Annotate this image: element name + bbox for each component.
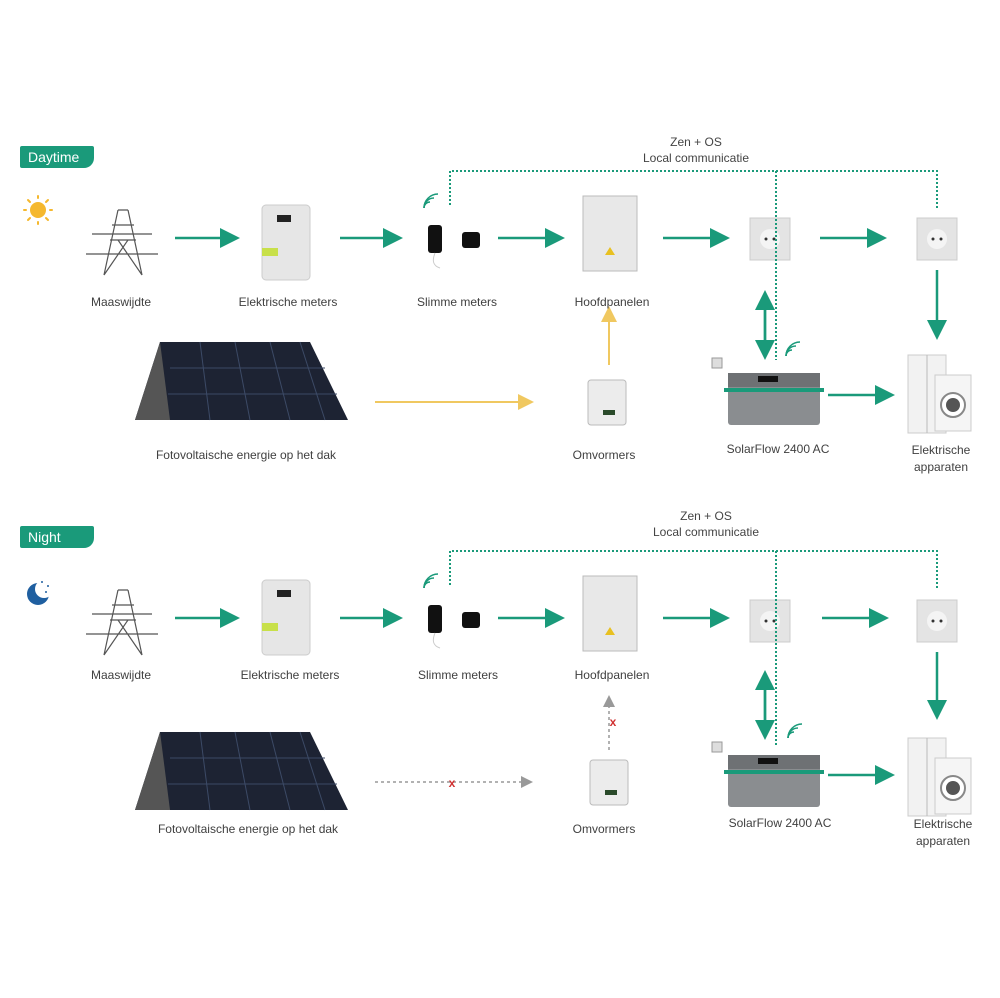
- electric-meter-icon: [261, 204, 311, 281]
- socket-icon-2: [916, 217, 958, 261]
- comm-line1: Zen + OS: [670, 135, 722, 149]
- solarflow-battery-icon: [711, 741, 824, 807]
- smart-meter-icon: [428, 225, 480, 269]
- daytime-section: Daytime: [0, 130, 1000, 500]
- electric-meter-icon: [261, 579, 311, 656]
- label-meter: Elektrische meters: [240, 668, 340, 682]
- label-panel: Hoofdpanelen: [574, 295, 650, 309]
- comm-title: Zen + OS Local communicatie: [643, 134, 749, 166]
- solar-roof-icon: [135, 341, 348, 421]
- appliances-icon: [907, 737, 972, 817]
- appliances-icon: [907, 354, 972, 434]
- socket-icon-1: [749, 217, 791, 261]
- label-pv: Fotovoltaische energie op het dak: [155, 448, 337, 462]
- label-panel: Hoofdpanelen: [574, 668, 650, 682]
- label-inverter: Omvormers: [572, 822, 636, 836]
- local-communication-lines: [449, 170, 938, 360]
- blocked-x-icon: x: [610, 715, 617, 729]
- label-appliances-2: apparaten: [913, 460, 969, 474]
- inverter-icon: [589, 759, 629, 806]
- comm-line2: Local communicatie: [642, 151, 750, 165]
- comm-title: Zen + OS Local communicatie: [653, 508, 759, 540]
- main-panel-icon: [582, 195, 638, 272]
- night-badge: Night: [20, 526, 94, 548]
- label-grid: Maaswijdte: [90, 295, 152, 309]
- label-pv: Fotovoltaische energie op het dak: [157, 822, 339, 836]
- wifi-icon: [787, 723, 803, 739]
- label-grid: Maaswijdte: [90, 668, 152, 682]
- label-solarflow: SolarFlow 2400 AC: [728, 816, 832, 830]
- label-appliances-1: Elektrische: [913, 817, 973, 831]
- power-pylon-icon: [86, 209, 158, 276]
- solar-roof-icon: [135, 731, 348, 811]
- label-appliances: Elektrische apparaten: [914, 816, 973, 850]
- label-solarflow: SolarFlow 2400 AC: [726, 442, 830, 456]
- night-diagram: x x: [27, 550, 972, 817]
- blocked-x-icon: x: [449, 776, 456, 790]
- wifi-icon: [785, 341, 801, 357]
- socket-icon-2: [916, 599, 958, 643]
- label-inverter: Omvormers: [572, 448, 636, 462]
- sun-icon: [23, 195, 53, 225]
- label-smart: Slimme meters: [416, 295, 498, 309]
- solarflow-battery-icon: [711, 357, 824, 425]
- wifi-icon: [423, 573, 439, 589]
- daytime-diagram: [23, 170, 972, 434]
- inverter-icon: [587, 379, 627, 426]
- label-appliances-1: Elektrische: [911, 443, 971, 457]
- socket-icon-1: [749, 599, 791, 643]
- comm-line1: Zen + OS: [680, 509, 732, 523]
- power-pylon-icon: [86, 589, 158, 656]
- moon-icon: [27, 580, 53, 605]
- daytime-badge: Daytime: [20, 146, 94, 168]
- label-appliances: Elektrische apparaten: [912, 442, 971, 476]
- label-appliances-2: apparaten: [915, 834, 971, 848]
- main-panel-icon: [582, 575, 638, 652]
- comm-line2: Local communicatie: [652, 525, 760, 539]
- label-meter: Elektrische meters: [238, 295, 338, 309]
- label-smart: Slimme meters: [417, 668, 499, 682]
- night-section: Night: [0, 508, 1000, 880]
- wifi-icon: [423, 193, 439, 209]
- smart-meter-icon: [428, 605, 480, 649]
- local-communication-lines: [449, 550, 938, 745]
